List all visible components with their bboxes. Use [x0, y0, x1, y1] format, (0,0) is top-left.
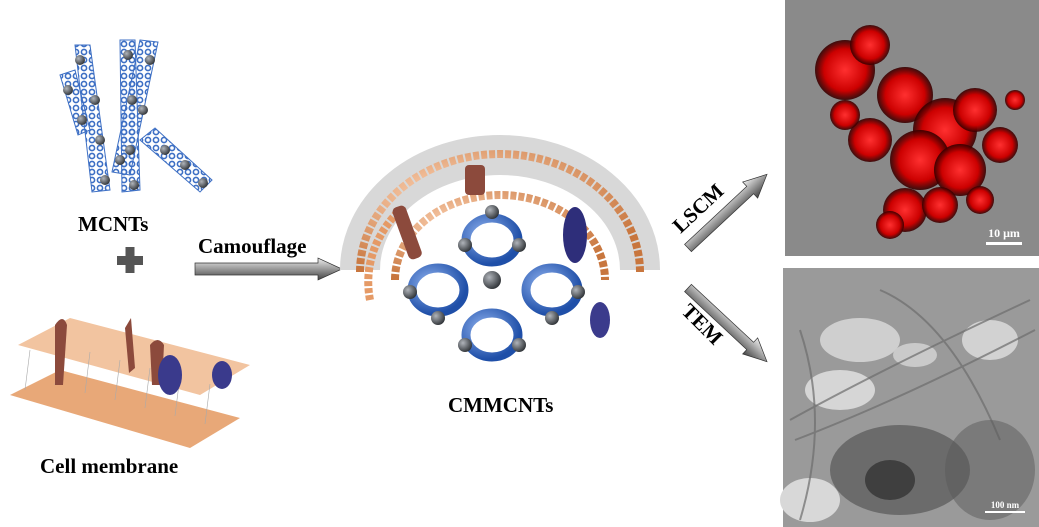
cell-membrane-label: Cell membrane	[40, 454, 179, 478]
lscm-arrow	[684, 173, 768, 253]
tem-micrograph	[780, 268, 1039, 527]
camouflage-label: Camouflage	[198, 234, 307, 258]
mcnts-label: MCNTs	[78, 212, 149, 236]
cmmcnts-illustration	[340, 135, 660, 362]
lscm-micrograph	[785, 0, 1039, 256]
plus-icon	[117, 247, 143, 273]
camouflage-arrow	[194, 257, 343, 281]
tem-scale-bar: 100 nm	[985, 500, 1025, 513]
tem-scale-text: 100 nm	[990, 500, 1020, 510]
cmmcnts-label: CMMCNTs	[448, 393, 554, 417]
mcnts-illustration	[59, 39, 213, 193]
tem-arrow	[684, 283, 768, 363]
lscm-scale-text: 10 μm	[988, 226, 1020, 240]
cell-membrane-illustration	[10, 318, 250, 448]
lscm-scale-bar: 10 μm	[986, 226, 1022, 245]
